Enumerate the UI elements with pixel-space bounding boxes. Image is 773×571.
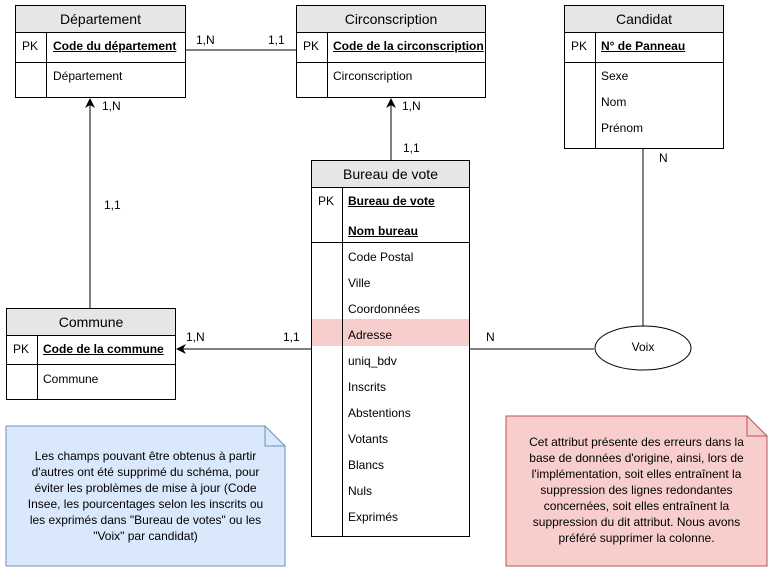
cardinality-label: N [659,151,668,165]
pk-label: PK [13,342,30,356]
entity-commune[interactable]: Commune PK Code de la commune Commune [6,308,176,400]
note-red-shape [505,415,768,567]
attribute-field: Département [53,69,123,83]
attribute-field: Coordonnées [348,302,421,316]
voix-relationship-shape[interactable] [594,325,692,371]
primary-key-field: Nom bureau [348,224,419,238]
attribute-field: Prénom [601,121,644,135]
entity-title: Bureau de vote [312,161,469,188]
attribute-field: Blancs [348,458,385,472]
attribute-field: Exprimés [348,510,399,524]
note-blue: Les champs pouvant être obtenus à partir… [27,449,264,543]
cardinality-label: 1,N [102,99,121,113]
voix-label: Voix [631,340,655,354]
cardinality-label: N [486,330,495,344]
attribute-field: Nom [601,95,627,109]
attribute-field: Code Postal [348,250,414,264]
primary-key-field: Bureau de vote [348,194,435,208]
entity-circonscription[interactable]: Circonscription PK Code de la circonscri… [296,5,486,98]
primary-key-field: Code du département [53,39,177,53]
entity-bureau-de-vote[interactable]: Bureau de vote PK Bureau de vote Nom bur… [311,160,470,537]
note-red: Cet attribut présente des erreurs dans l… [529,435,744,545]
cardinality-label: 1,1 [283,330,300,344]
note-red-fold [746,416,767,437]
entity-title: Candidat [565,6,723,33]
primary-key-field: Code de la circonscription [333,39,484,53]
attribute-field: uniq_bdv [348,354,397,368]
primary-key-field: Code de la commune [43,342,164,356]
note-blue-fold [264,426,285,447]
note-blue-shape [5,425,286,567]
cardinality-label: 1,1 [104,198,121,212]
cardinality-label: 1,1 [268,33,285,47]
attribute-field: Votants [348,432,389,446]
primary-key-field: N° de Panneau [601,39,686,53]
attribute-field: Circonscription [333,69,413,83]
attribute-field: Commune [43,372,99,386]
pk-label: PK [303,39,320,53]
pk-label: PK [571,39,588,53]
attribute-field: Abstentions [348,406,411,420]
cardinality-label: 1,1 [403,141,420,155]
attribute-field-adresse: Adresse [348,328,393,342]
pk-label: PK [318,194,335,208]
pk-label: PK [22,39,39,53]
cardinality-label: 1,N [402,99,421,113]
entity-title: Département [16,6,185,33]
entity-title: Commune [7,309,175,336]
entity-title: Circonscription [297,6,485,33]
cardinality-label: 1,N [186,330,205,344]
adresse-highlight [312,319,469,346]
attribute-field: Ville [348,276,371,290]
cardinality-label: 1,N [196,33,215,47]
entity-departement[interactable]: Département PK Code du département Dépar… [15,5,186,98]
entity-candidat[interactable]: Candidat PK N° de Panneau Sexe Nom Préno… [564,5,724,149]
attribute-field: Nuls [348,484,373,498]
attribute-field: Sexe [601,69,629,83]
attribute-field: Inscrits [348,380,387,394]
